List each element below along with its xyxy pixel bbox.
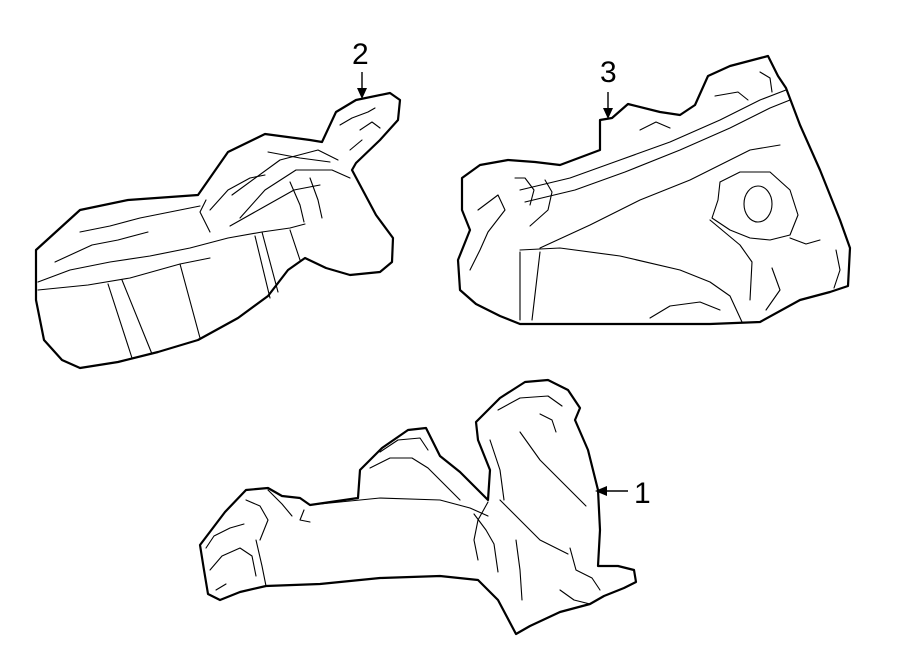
part-3-heat-shield [456, 54, 852, 326]
callout-2: 2 [352, 38, 369, 99]
part-2-heat-shield [34, 91, 402, 370]
callout-1-label: 1 [634, 477, 651, 510]
callout-1-arrowhead [595, 486, 607, 496]
callout-1: 1 [595, 477, 651, 510]
callout-2-label: 2 [352, 38, 369, 71]
callout-3-label: 3 [600, 56, 617, 89]
part-1-exhaust-manifold [198, 378, 638, 636]
callout-2-arrowhead [357, 88, 367, 99]
callout-3-arrowhead [603, 108, 613, 119]
callout-3: 3 [600, 56, 617, 119]
